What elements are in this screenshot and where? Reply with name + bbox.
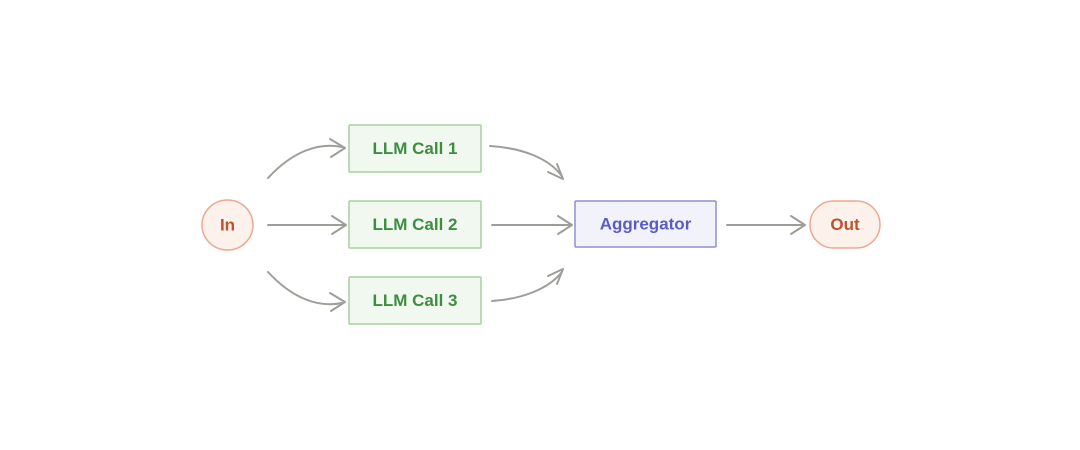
edge-llm-call-3-to-aggregator-line	[491, 272, 562, 302]
node-llm-call-1-shape[interactable]	[348, 124, 482, 173]
edge-in-to-llm-call-3-arrowhead	[329, 292, 346, 312]
edge-aggregator-to-out-arrowhead	[790, 215, 806, 235]
edge-llm-call-1-to-aggregator	[489, 145, 564, 180]
node-llm-call-2-label: LLM Call 2	[372, 215, 457, 234]
node-llm-call-3-shape[interactable]	[348, 276, 482, 325]
node-out[interactable]: Out	[809, 200, 881, 249]
node-layer: In LLM Call 1 LLM Call 2 LLM Call 3 Aggr…	[201, 124, 881, 325]
node-aggregator-shape[interactable]	[574, 200, 717, 248]
node-out-label: Out	[830, 215, 860, 234]
edge-aggregator-to-out	[726, 215, 806, 235]
node-aggregator[interactable]: Aggregator	[574, 200, 717, 248]
node-llm-call-2-shape[interactable]	[348, 200, 482, 249]
node-llm-call-1[interactable]: LLM Call 1	[348, 124, 482, 173]
node-llm-call-3-label: LLM Call 3	[372, 291, 457, 310]
edge-in-to-llm-call-2	[267, 215, 347, 235]
edge-llm-call-1-to-aggregator-arrowhead	[547, 163, 564, 180]
node-aggregator-label: Aggregator	[600, 214, 692, 233]
edge-llm-call-1-to-aggregator-line	[489, 145, 562, 176]
edge-llm-call-3-to-aggregator-arrowhead	[547, 268, 564, 285]
node-llm-call-1-label: LLM Call 1	[372, 139, 457, 158]
edge-llm-call-2-to-aggregator-arrowhead	[557, 215, 573, 235]
edge-in-to-llm-call-1-line	[267, 144, 343, 179]
node-in[interactable]: In	[201, 199, 254, 251]
edge-layer	[267, 138, 806, 312]
node-in-shape[interactable]	[201, 199, 254, 251]
node-in-label: In	[220, 215, 235, 234]
node-llm-call-3[interactable]: LLM Call 3	[348, 276, 482, 325]
node-out-shape[interactable]	[809, 200, 881, 249]
edge-in-to-llm-call-2-arrowhead	[331, 215, 347, 235]
edge-in-to-llm-call-1	[267, 138, 346, 179]
edge-in-to-llm-call-1-arrowhead	[329, 138, 346, 158]
edge-in-to-llm-call-3-line	[267, 271, 343, 306]
edge-llm-call-3-to-aggregator	[491, 268, 564, 302]
node-llm-call-2[interactable]: LLM Call 2	[348, 200, 482, 249]
edge-llm-call-2-to-aggregator	[491, 215, 573, 235]
edge-in-to-llm-call-3	[267, 271, 346, 312]
